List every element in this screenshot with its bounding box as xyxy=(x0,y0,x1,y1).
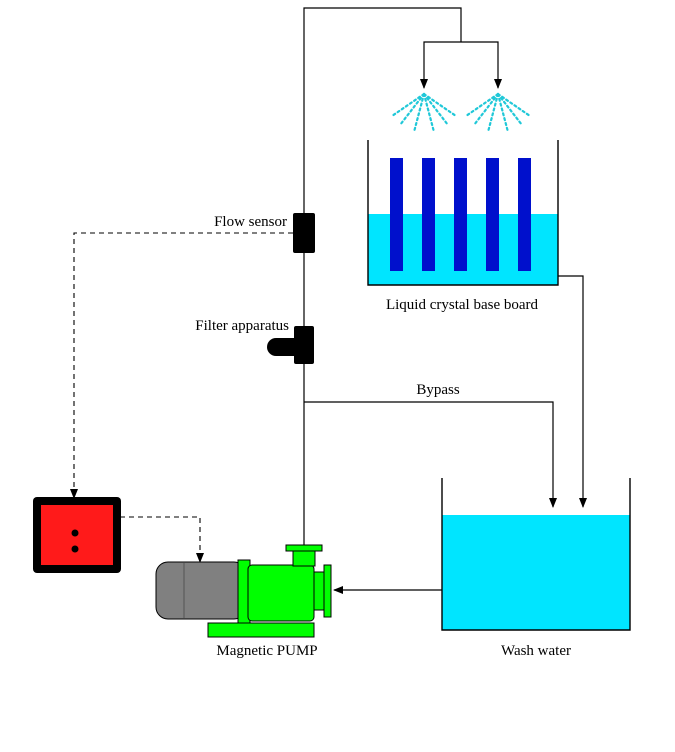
filter-icon xyxy=(267,326,314,364)
lcd-boards xyxy=(390,158,531,271)
lcd-board-2 xyxy=(422,158,435,271)
bypass-pipe xyxy=(304,401,557,508)
flow-sensor-label: Flow sensor xyxy=(214,214,287,230)
spray-left xyxy=(390,92,458,134)
lcd-board-3 xyxy=(454,158,467,271)
lcd-board-5 xyxy=(518,158,531,271)
upper-tank-walls xyxy=(367,140,559,286)
spray-right xyxy=(464,92,532,134)
magnetic-pump-icon xyxy=(155,544,332,638)
magnetic-pump-label: Magnetic PUMP xyxy=(216,643,317,659)
lcd-board-4 xyxy=(486,158,499,271)
wash-water xyxy=(442,515,630,630)
sensor-signal-line xyxy=(70,232,293,499)
nozzle-branch-left xyxy=(420,41,461,89)
bypass-label: Bypass xyxy=(416,382,460,398)
main-supply-pipe xyxy=(303,7,462,548)
lcd-board-1 xyxy=(390,158,403,271)
filter-apparatus-label: Filter apparatus xyxy=(195,318,289,334)
controller-icon xyxy=(33,497,121,573)
flow-sensor-icon xyxy=(293,213,315,253)
lcd-board-label: Liquid crystal base board xyxy=(386,297,539,313)
nozzle-branch-right xyxy=(461,41,502,89)
lower-tank-walls xyxy=(441,478,631,631)
pump-control-line xyxy=(120,516,204,563)
drain-pipe xyxy=(558,275,587,508)
wash-water-label: Wash water xyxy=(501,643,571,659)
